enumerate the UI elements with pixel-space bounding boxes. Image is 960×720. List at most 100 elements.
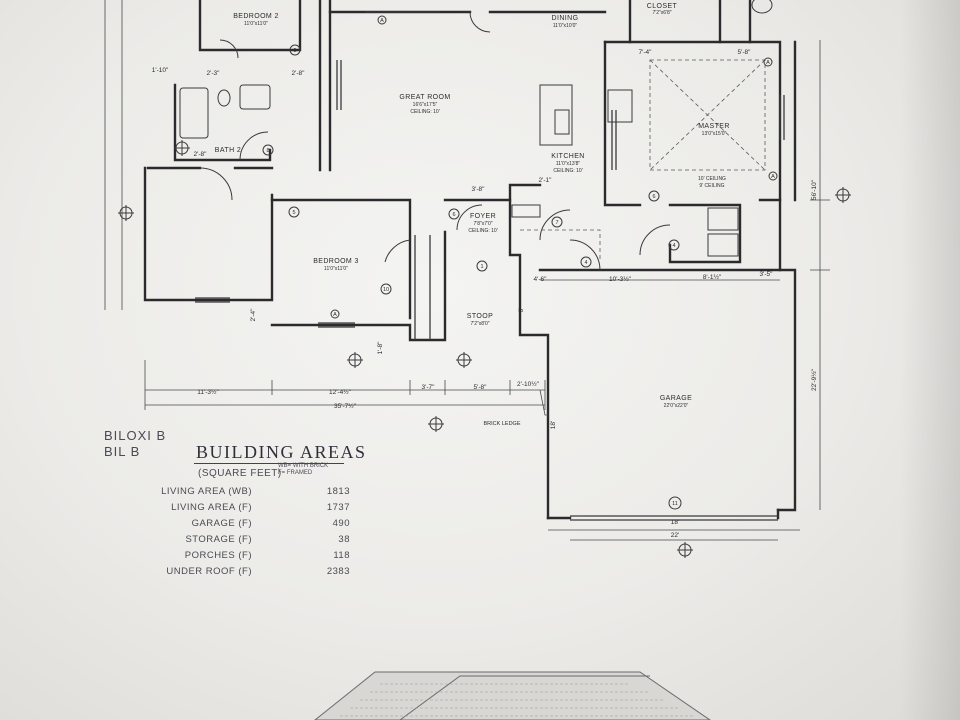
areas-units: (SQUARE FEET) xyxy=(198,468,282,479)
dim-text: 3'-5" xyxy=(760,271,774,278)
door-swing xyxy=(456,204,483,231)
dim-text: 22' xyxy=(671,532,679,539)
areas-title: BUILDING AREAS xyxy=(196,442,367,462)
ceiling-tray xyxy=(649,59,766,171)
tag-label: 10 xyxy=(383,287,389,293)
dim-text: 18' xyxy=(550,421,557,429)
room-ceiling: 9' CEILING xyxy=(699,183,724,189)
dimension-lines xyxy=(104,0,830,541)
room-name: KITCHEN xyxy=(551,153,585,160)
door-swing xyxy=(539,209,571,241)
area-row: LIVING AREA (F) 1737 xyxy=(171,502,362,518)
sink xyxy=(751,0,773,14)
tag-label: 4 xyxy=(672,243,675,249)
window xyxy=(336,60,342,110)
tag-label: 5 xyxy=(292,210,295,216)
room-size: 22'0"x22'0" xyxy=(664,403,689,409)
room-ceiling: CEILING: 10' xyxy=(468,228,497,234)
title-underline xyxy=(194,463,344,464)
note-wb: WB= WITH BRICK xyxy=(278,463,329,469)
bedroom3-upper-wall xyxy=(270,198,412,320)
room-name: GREAT ROOM xyxy=(399,94,450,101)
master-wall xyxy=(603,40,782,202)
bath-walls xyxy=(668,203,742,264)
room-size: 13'0"x15'0" xyxy=(702,131,727,137)
tag-circle xyxy=(262,144,274,156)
dim-text: 10'-3½" xyxy=(609,275,632,283)
roof-shingles xyxy=(340,683,695,717)
area-value: 1813 xyxy=(326,486,350,497)
dim-text: 2'-3" xyxy=(207,70,221,77)
tag-circle xyxy=(768,171,778,181)
kitchen-right-wall xyxy=(603,40,642,207)
area-label: PORCHES (F) xyxy=(184,550,252,561)
dim-text: 12'-4½" xyxy=(329,388,352,396)
door-swing xyxy=(239,131,269,161)
room-size: 11'0"x11'0" xyxy=(324,266,348,272)
room-size: 7'8"x7'0" xyxy=(473,221,492,227)
roof-elevation xyxy=(314,671,711,720)
area-value: 2383 xyxy=(326,566,350,577)
room-name: GARAGE xyxy=(660,395,692,402)
room-ceiling: CEILING: 10' xyxy=(553,168,582,174)
tag-circle xyxy=(448,208,460,220)
room-name: BEDROOM 3 xyxy=(313,258,359,265)
window xyxy=(318,322,355,328)
vanity-sink xyxy=(239,84,271,110)
openings xyxy=(195,11,785,521)
room-name: DINING xyxy=(552,15,579,22)
area-row: GARAGE (F) 490 xyxy=(192,518,362,534)
dim-text: 11'-3½" xyxy=(197,388,219,396)
dim-text: 22'-9½" xyxy=(810,368,818,391)
room-name: CLOSET xyxy=(647,3,678,10)
dim-text: 2'-1" xyxy=(539,177,553,184)
fixtures xyxy=(179,0,773,262)
tag-label: 1 xyxy=(480,264,483,270)
dim-text: 3'-8" xyxy=(472,186,486,193)
tag-label: A xyxy=(766,60,770,66)
garage-right-wall xyxy=(776,198,797,512)
section-marker xyxy=(677,542,693,558)
range xyxy=(607,89,633,123)
tag-circle xyxy=(330,309,340,319)
area-row: STORAGE (F) 38 xyxy=(185,534,362,550)
shower xyxy=(707,233,739,257)
dim-text: 5'-8" xyxy=(738,49,752,56)
tag-circle xyxy=(380,283,392,295)
tag-label: A xyxy=(771,174,775,180)
brick-ledge-note: BRICK LEDGE xyxy=(484,421,521,427)
area-value: 118 xyxy=(333,550,350,561)
dim-line xyxy=(104,0,123,310)
room-name: BATH 2 xyxy=(215,147,241,154)
section-marker xyxy=(347,352,363,368)
room-size: 7'2"x6'8" xyxy=(652,10,671,16)
room-size: 11'0"x13'8" xyxy=(556,161,580,167)
tag-label: 7 xyxy=(555,220,558,226)
dim-text: 18' xyxy=(671,519,679,526)
section-marker xyxy=(118,205,134,221)
room-size: 11'0"x11'0" xyxy=(244,21,268,27)
door-swing xyxy=(469,11,491,33)
toilet xyxy=(707,207,739,231)
dim-text: 5'-8" xyxy=(474,384,488,391)
dim-text: 2'-4" xyxy=(250,308,257,322)
tag-circle xyxy=(289,44,301,56)
room-size: 16'6"x17'5" xyxy=(413,102,438,108)
building-areas-legend: BILOXI B BIL B BUILDING AREAS (SQUARE FE… xyxy=(100,428,420,588)
toilet xyxy=(217,89,231,107)
overhead xyxy=(520,229,601,262)
dimension-labels: 11'-3½" 12'-4½" 3'-7" 5'-8" 2'-10½" 35'-… xyxy=(152,49,818,539)
tag-label: 5 xyxy=(293,48,296,54)
window xyxy=(611,110,617,170)
area-row: PORCHES (F) 118 xyxy=(185,550,362,566)
closet-walls xyxy=(628,0,752,44)
tag-label: A xyxy=(380,18,384,24)
room-name: MASTER xyxy=(698,123,730,130)
area-value: 38 xyxy=(338,534,350,545)
dim-ticks xyxy=(144,360,546,410)
door-swing xyxy=(384,239,411,263)
room-labels: BEDROOM 2 11'0"x11'0" GREAT ROOM 16'6"x1… xyxy=(215,3,730,409)
section-marker xyxy=(835,187,851,203)
section-marker xyxy=(456,352,472,368)
